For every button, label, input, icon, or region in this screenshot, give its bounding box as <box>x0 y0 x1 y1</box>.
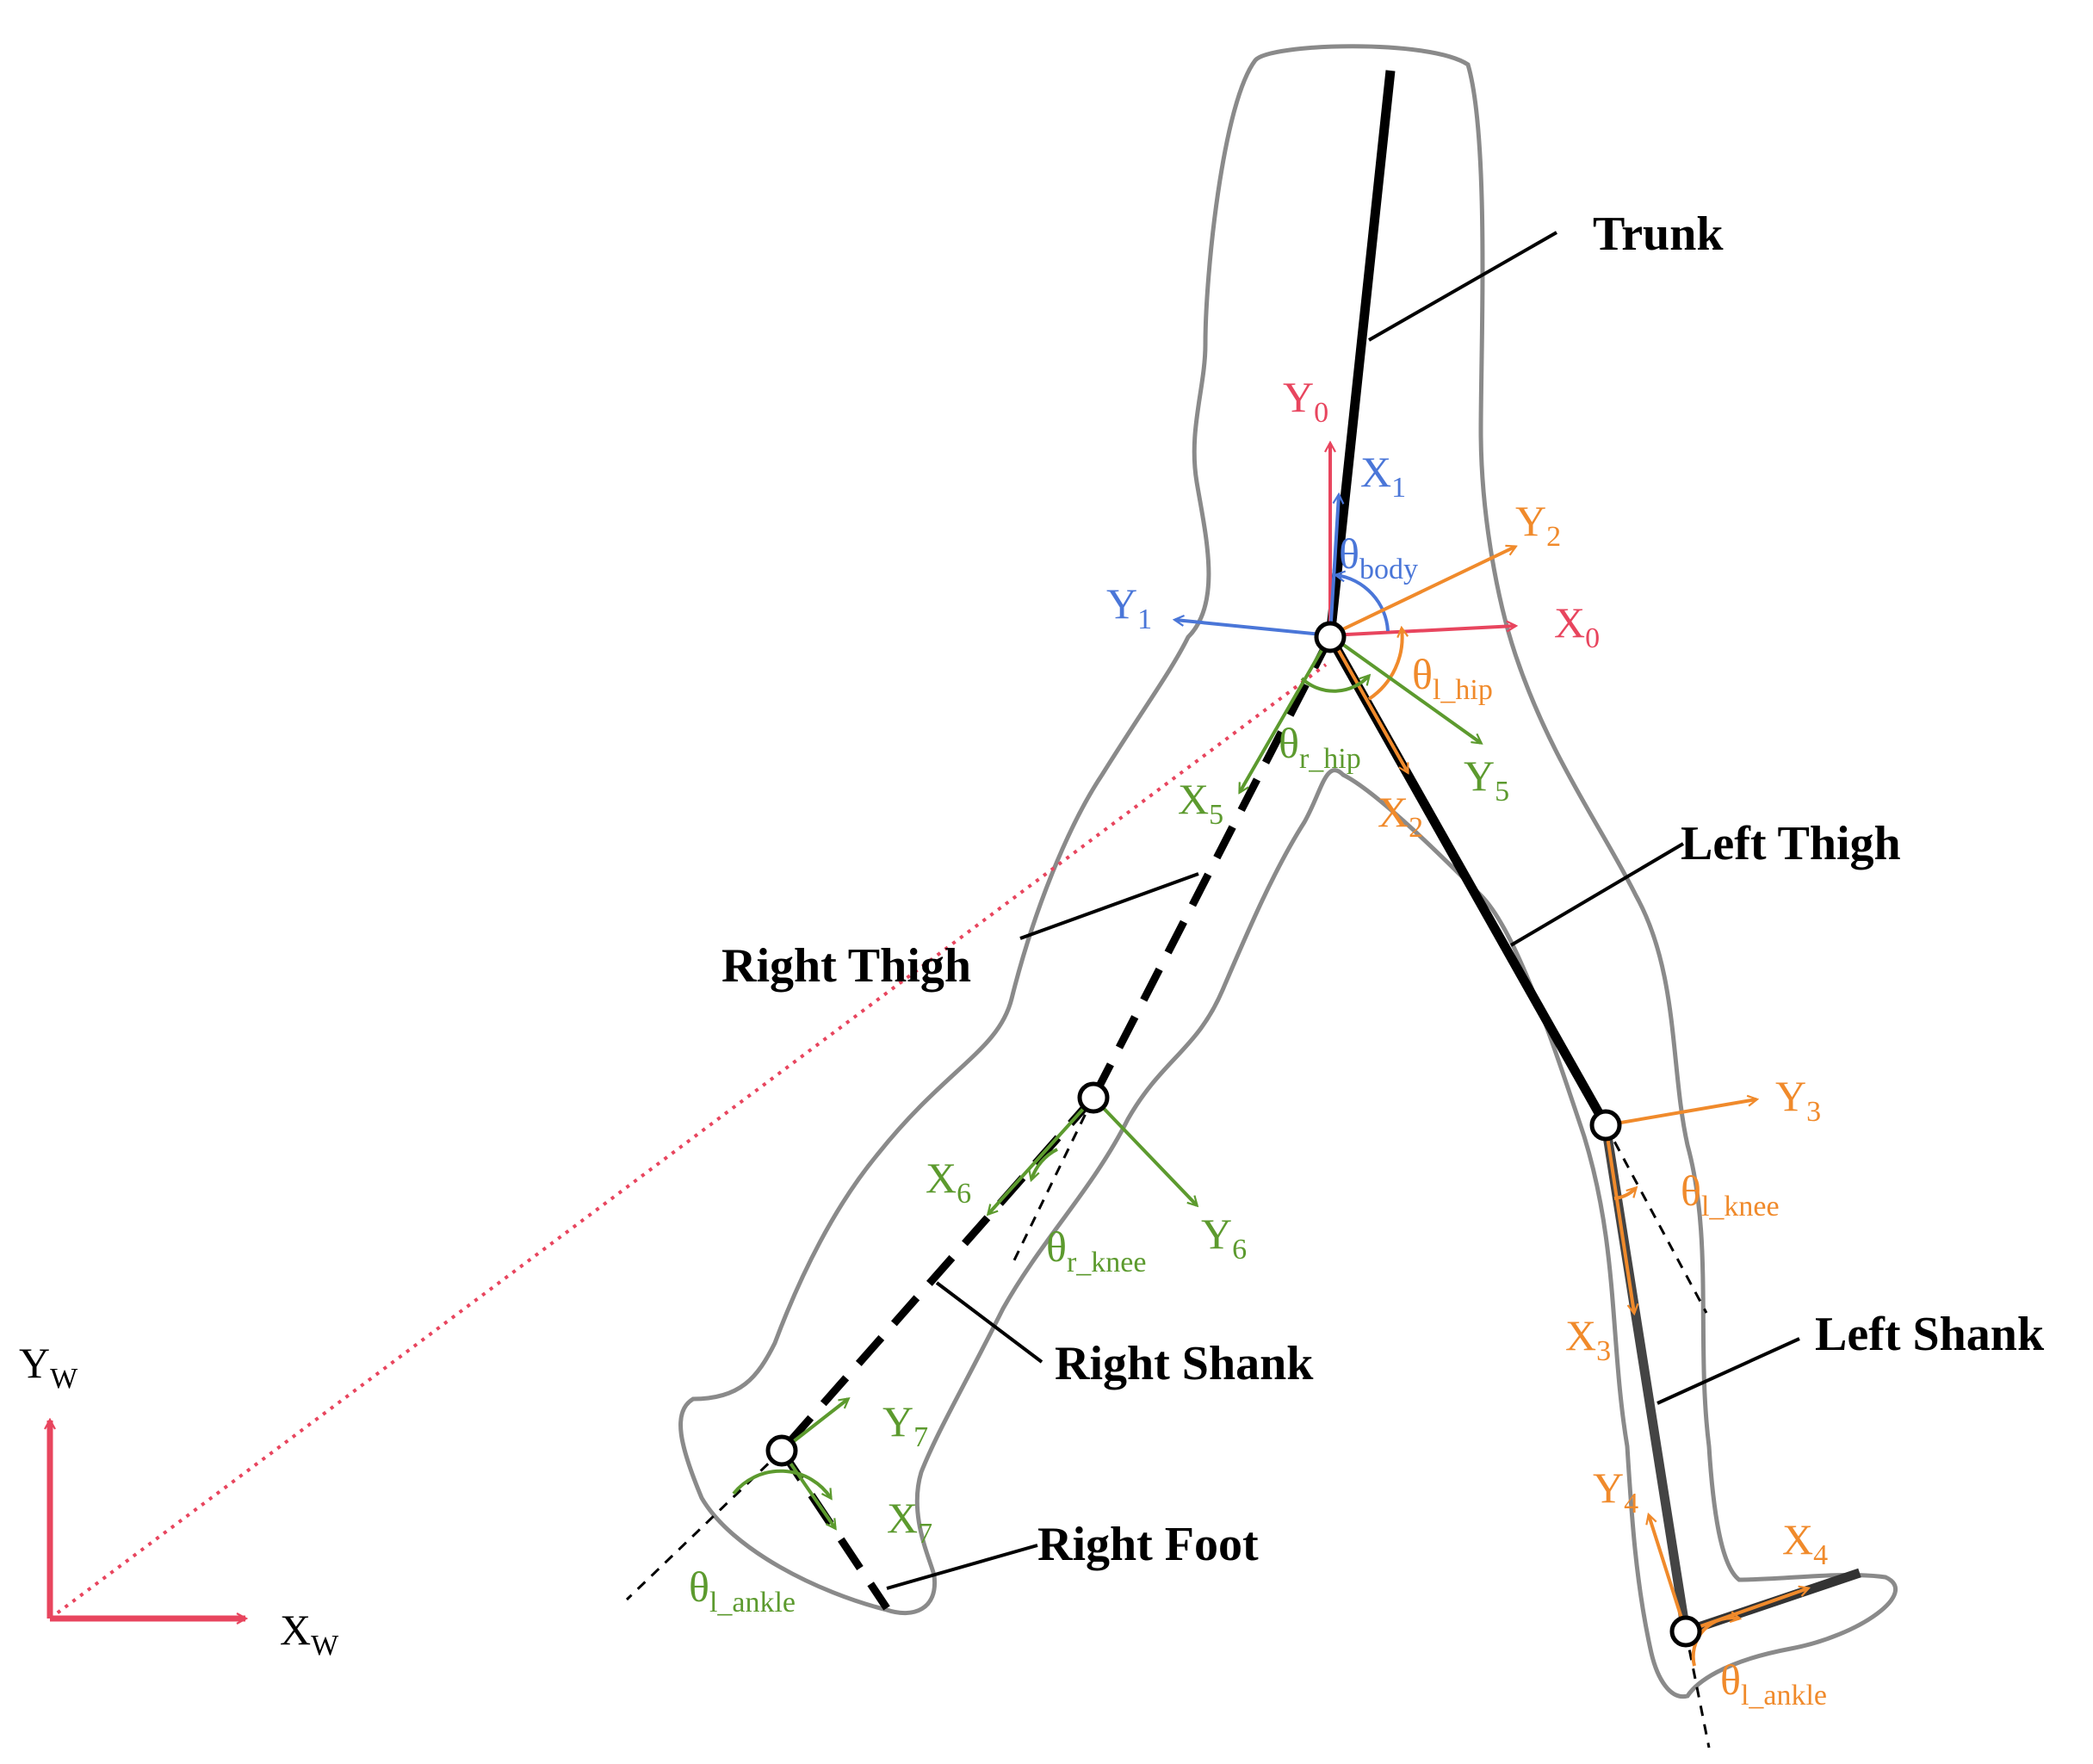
left-leg-ankle-angle-label: θl_ankle <box>1720 1656 1827 1711</box>
world-y-label: YW <box>19 1339 78 1395</box>
right-shank-label: Right Shank <box>1055 1337 1314 1390</box>
left-knee-joint <box>1589 1109 1622 1142</box>
left-hip-angle-arc <box>1367 628 1403 701</box>
right-knee-joint <box>1077 1081 1110 1114</box>
left-knee-angle-label: θl_knee <box>1681 1167 1780 1222</box>
right-ankle-angle-arc <box>732 1469 831 1498</box>
y1-label: Y1 <box>1106 579 1152 635</box>
right-knee-angle-label: θr_knee <box>1046 1222 1146 1278</box>
svg-text:YW: YW <box>19 1339 78 1395</box>
right-thigh-leader <box>1019 872 1199 940</box>
right-ankle-guide-line <box>625 1449 783 1601</box>
right-leg-ankle-angle-label: θl_ankle <box>689 1563 796 1619</box>
y5-label: Y5 <box>1464 752 1509 808</box>
y2-arrow <box>1329 547 1515 637</box>
right-thigh-label: Right Thigh <box>721 939 971 993</box>
left-ankle-guide-line <box>1684 1631 1711 1749</box>
right-hip-angle-label: θr_hip <box>1279 719 1361 775</box>
left-ankle-angle-arc <box>1691 1618 1739 1667</box>
right-shank-leader <box>935 1281 1043 1364</box>
right-thigh-segment <box>1089 634 1334 1100</box>
x1-label: X1 <box>1360 448 1406 504</box>
left-knee-angle-arc <box>1613 1188 1636 1200</box>
hip-joint <box>1314 621 1347 653</box>
x4-arrow <box>1685 1588 1808 1633</box>
trunk-label: Trunk <box>1593 207 1724 261</box>
x3-label: X3 <box>1565 1311 1611 1367</box>
x0-arrow <box>1329 626 1515 637</box>
y5-arrow <box>1328 634 1481 743</box>
trunk-leader <box>1368 231 1557 342</box>
y6-arrow <box>1092 1096 1197 1205</box>
y1-arrow <box>1175 620 1331 637</box>
right-knee-guide-line <box>1010 1097 1095 1266</box>
y0-label: Y0 <box>1283 373 1328 429</box>
x6-label: X6 <box>926 1154 971 1210</box>
left-knee-guide-line <box>1604 1124 1708 1314</box>
x7-label: X7 <box>887 1494 932 1550</box>
x3-arrow <box>1604 1124 1634 1313</box>
left-shank-leader <box>1656 1337 1800 1405</box>
y7-label: Y7 <box>882 1397 928 1453</box>
x2-label: X2 <box>1378 788 1423 844</box>
left-thigh-label: Left Thigh <box>1681 817 1901 870</box>
x6-arrow <box>988 1096 1095 1214</box>
left-ankle-joint <box>1669 1615 1702 1648</box>
right-foot-label: Right Foot <box>1037 1518 1259 1571</box>
body-angle-label: θbody <box>1339 529 1418 585</box>
x4-label: X4 <box>1782 1515 1828 1571</box>
left-hip-angle-label: θl_hip <box>1412 650 1493 706</box>
y4-arrow <box>1649 1515 1687 1632</box>
right-hip-angle-arc <box>1300 676 1369 693</box>
trunk-segment <box>1325 70 1396 638</box>
x0-label: X0 <box>1554 598 1600 654</box>
world-to-hip-dotted <box>48 663 1328 1620</box>
right-knee-angle-arc <box>1031 1148 1058 1179</box>
x5-label: X5 <box>1178 775 1223 831</box>
x1-arrow <box>1328 495 1339 636</box>
body-outline <box>678 44 1898 1699</box>
y4-label: Y4 <box>1593 1464 1638 1520</box>
left-shank-label: Left Shank <box>1815 1308 2045 1361</box>
x2-arrow <box>1328 634 1409 772</box>
body-angle-arc <box>1336 575 1390 632</box>
y6-label: Y6 <box>1201 1210 1247 1266</box>
world-x-label: XW <box>280 1606 339 1662</box>
y3-arrow <box>1605 1099 1756 1127</box>
svg-text:XW: XW <box>280 1606 339 1662</box>
right-foot-leader <box>886 1544 1038 1590</box>
right-ankle-joint <box>765 1434 798 1467</box>
left-thigh-leader <box>1509 842 1685 947</box>
y3-label: Y3 <box>1775 1072 1821 1128</box>
y2-label: Y2 <box>1515 497 1561 553</box>
x5-arrow <box>1238 634 1332 792</box>
